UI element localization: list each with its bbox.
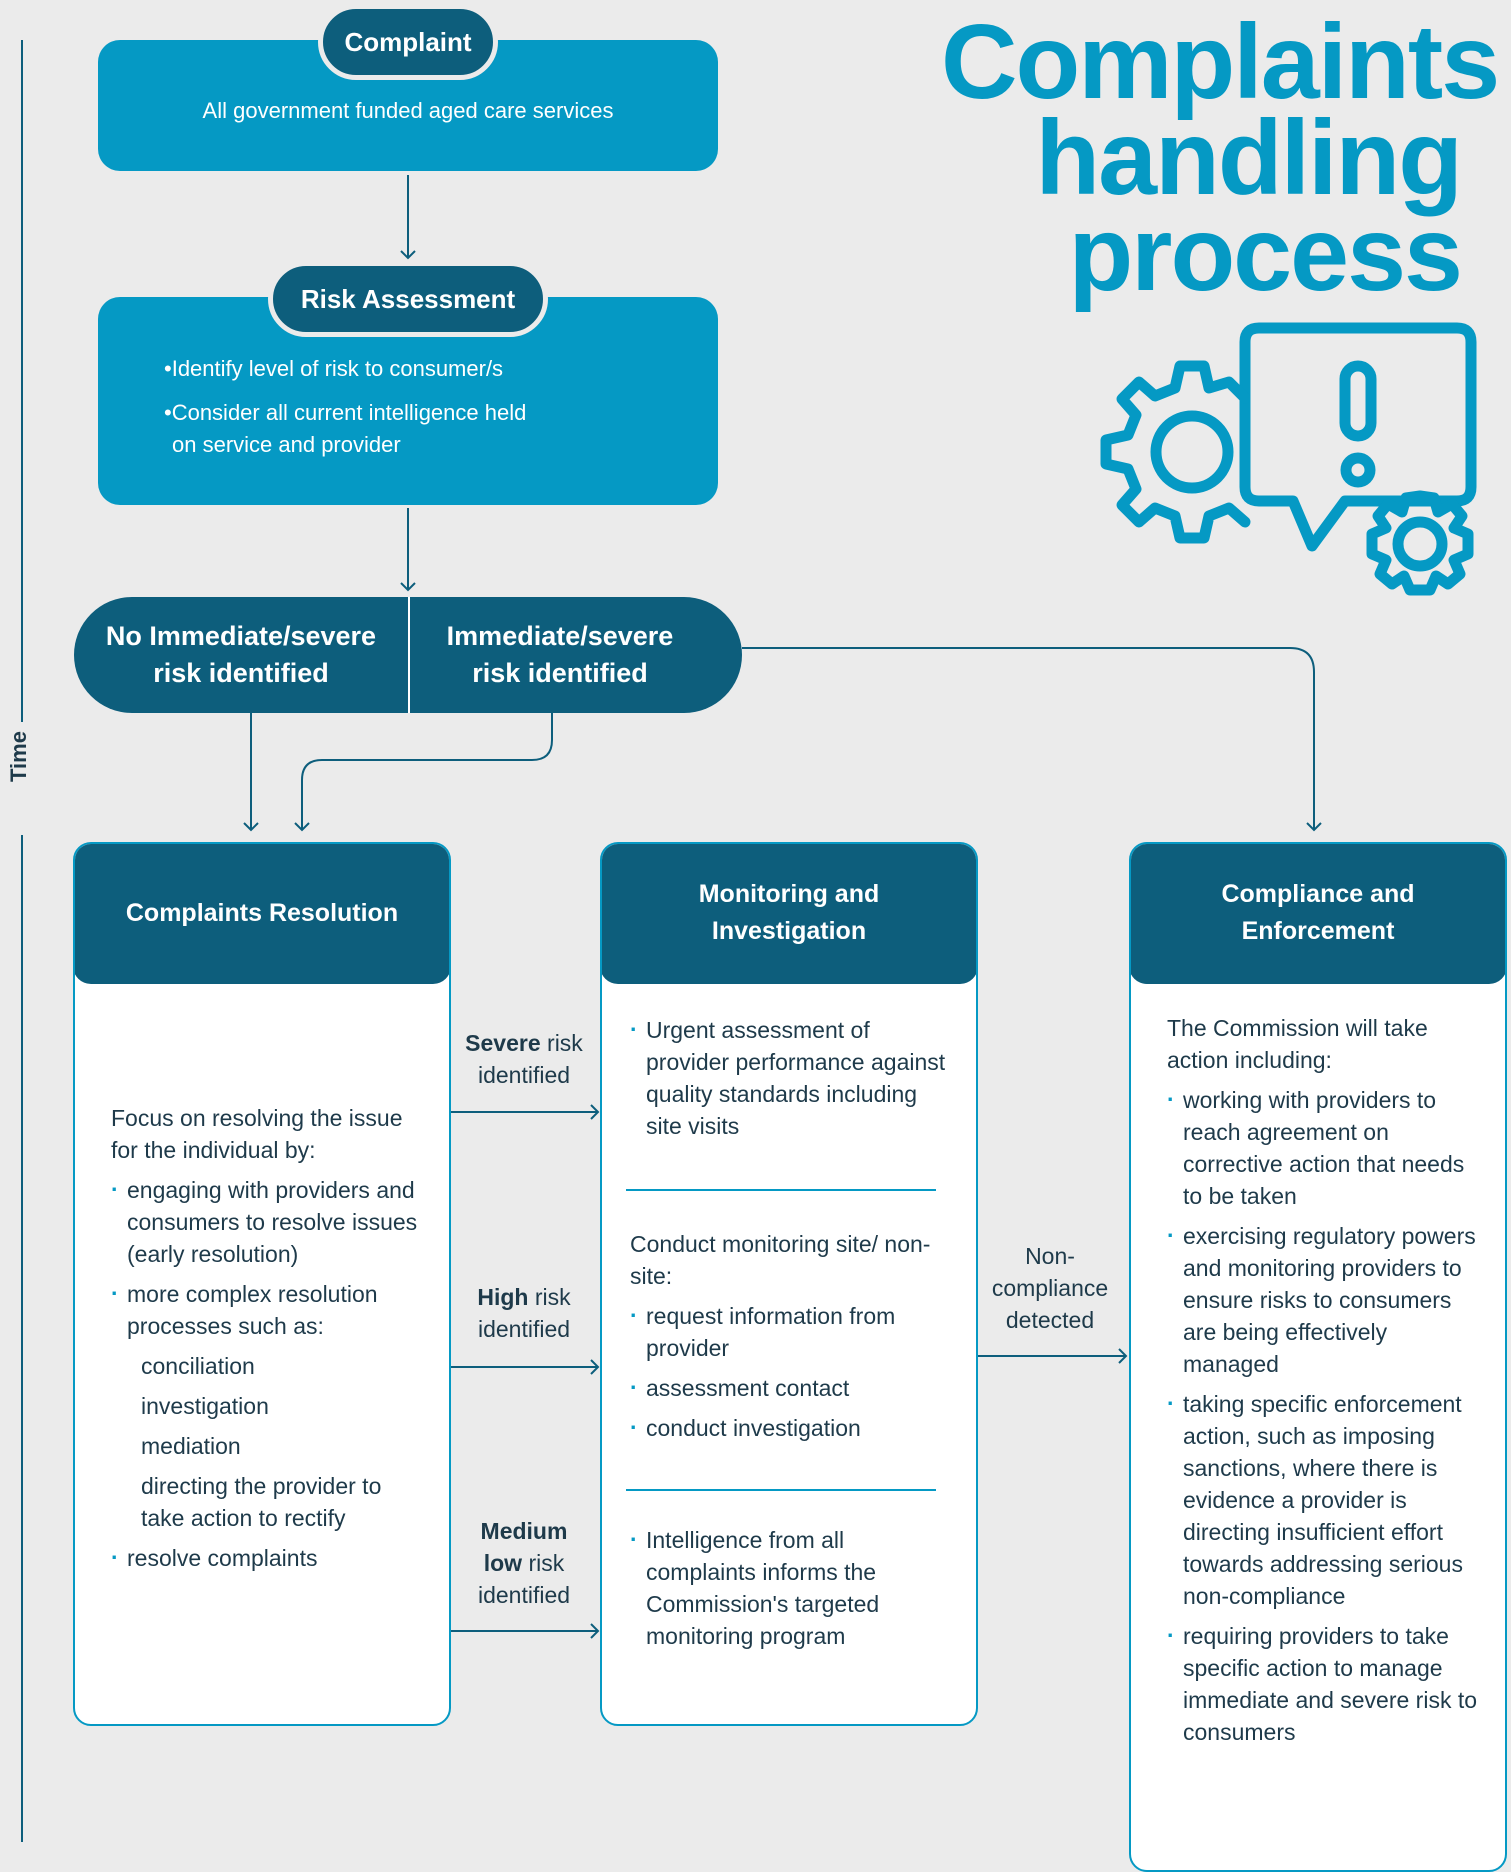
resolution-sub-4: directing the provider to take action to… xyxy=(141,1473,382,1531)
monitoring-section-1: Urgent assessment of provider performanc… xyxy=(630,1013,946,1142)
arrow-immediate-to-compliance xyxy=(742,647,1322,832)
high-risk-label: High risk identified xyxy=(454,1281,594,1345)
high-bold: High xyxy=(477,1284,529,1310)
resolution-sub-1: conciliation xyxy=(141,1353,255,1379)
compliance-item-3: taking specific enforcement action, such… xyxy=(1167,1387,1483,1612)
page-title: Complaints handling process xyxy=(941,3,1500,313)
monitoring-heading-line-1: Monitoring and xyxy=(698,880,880,908)
compliance-heading-line-2: Enforcement xyxy=(1241,917,1395,945)
risk-bullets: •Identify level of risk to consumer/s •C… xyxy=(164,353,526,461)
compliance-heading: Compliance and Enforcement xyxy=(1131,844,1505,984)
high-rest: risk xyxy=(528,1284,571,1310)
monitoring-divider-2 xyxy=(626,1489,936,1491)
resolution-heading: Complaints Resolution xyxy=(75,844,449,984)
compliance-item-4: requiring providers to take specific act… xyxy=(1167,1619,1483,1748)
high-line-2: identified xyxy=(477,1316,571,1342)
non-compliance-line-2: compliance xyxy=(991,1275,1109,1301)
monitoring-section-3: Intelligence from all complaints informs… xyxy=(630,1523,946,1652)
compliance-card: Compliance and Enforcement The Commissio… xyxy=(1129,842,1507,1872)
title-line-2: handling xyxy=(1035,99,1463,217)
monitoring-item-urgent: Urgent assessment of provider performanc… xyxy=(630,1013,946,1142)
monitoring-intro: Conduct monitoring site/ non-site: xyxy=(630,1231,931,1289)
medium-risk-label: Medium low risk identified xyxy=(454,1515,594,1611)
monitoring-item-investigation: conduct investigation xyxy=(630,1411,946,1444)
monitoring-section-2: Conduct monitoring site/ non-site: reque… xyxy=(630,1228,946,1444)
non-compliance-label: Non- compliance detected xyxy=(980,1240,1120,1336)
monitoring-heading-line-2: Investigation xyxy=(711,917,867,945)
severe-rest: risk xyxy=(540,1030,583,1056)
immediate-line-1: Immediate/severe xyxy=(446,621,674,651)
resolution-item-2: more complex resolution processes such a… xyxy=(111,1277,431,1342)
arrow-immediate-to-resolution xyxy=(294,713,553,832)
monitoring-item-request: request information from provider xyxy=(630,1299,946,1364)
non-compliance-line-3: detected xyxy=(1005,1307,1095,1333)
monitoring-heading: Monitoring and Investigation xyxy=(602,844,976,984)
risk-decision: No Immediate/severe risk identified Imme… xyxy=(74,597,742,713)
severe-risk-label: Severe risk identified xyxy=(454,1027,594,1091)
decision-divider xyxy=(408,597,410,713)
resolution-item-3: resolve complaints xyxy=(111,1541,431,1574)
compliance-intro: The Commission will take action includin… xyxy=(1167,1015,1428,1073)
severe-bold: Severe xyxy=(465,1030,541,1056)
monitoring-card: Monitoring and Investigation Urgent asse… xyxy=(600,842,978,1726)
title-line-3: process xyxy=(1068,195,1463,313)
resolution-intro: Focus on resolving the issue for the ind… xyxy=(111,1105,403,1163)
immediate-risk: Immediate/severe risk identified xyxy=(410,597,710,713)
resolution-sub-3: mediation xyxy=(141,1433,241,1459)
risk-bullet-2: •Consider all current intelligence held xyxy=(164,400,527,425)
title-line-1: Complaints xyxy=(941,3,1500,121)
settings-alert-icon xyxy=(1100,322,1477,596)
risk-bullet-1: •Identify level of risk to consumer/s xyxy=(164,356,504,381)
risk-bullet-2-cont: on service and provider xyxy=(172,432,401,457)
compliance-item-2: exercising regulatory powers and monitor… xyxy=(1167,1219,1483,1380)
no-immediate-line-1: No Immediate/severe xyxy=(105,621,377,651)
complaint-text: All government funded aged care services xyxy=(202,98,614,123)
risk-assessment-label: Risk Assessment xyxy=(268,261,548,337)
monitoring-item-intelligence: Intelligence from all complaints informs… xyxy=(630,1523,946,1652)
resolution-sub-2: investigation xyxy=(141,1393,269,1419)
non-compliance-line-1: Non- xyxy=(1025,1243,1075,1269)
compliance-body: The Commission will take action includin… xyxy=(1167,1012,1483,1748)
compliance-heading-line-1: Compliance and xyxy=(1221,880,1415,908)
monitoring-item-contact: assessment contact xyxy=(630,1371,946,1404)
compliance-item-1: working with providers to reach agreemen… xyxy=(1167,1083,1483,1212)
complaint-label: Complaint xyxy=(318,4,498,80)
resolution-body: Focus on resolving the issue for the ind… xyxy=(111,1102,431,1574)
severe-line-2: identified xyxy=(477,1062,571,1088)
resolution-card: Complaints Resolution Focus on resolving… xyxy=(73,842,451,1726)
medium-bold-2: low xyxy=(483,1550,523,1576)
medium-rest: risk xyxy=(522,1550,565,1576)
medium-line-3: identified xyxy=(477,1582,571,1608)
resolution-item-1: engaging with providers and consumers to… xyxy=(111,1173,431,1270)
time-label: Time xyxy=(6,731,31,782)
monitoring-divider-1 xyxy=(626,1189,936,1191)
no-immediate-risk: No Immediate/severe risk identified xyxy=(74,597,408,713)
medium-bold-1: Medium xyxy=(480,1518,568,1544)
immediate-line-2: risk identified xyxy=(472,658,648,688)
no-immediate-line-2: risk identified xyxy=(153,658,329,688)
